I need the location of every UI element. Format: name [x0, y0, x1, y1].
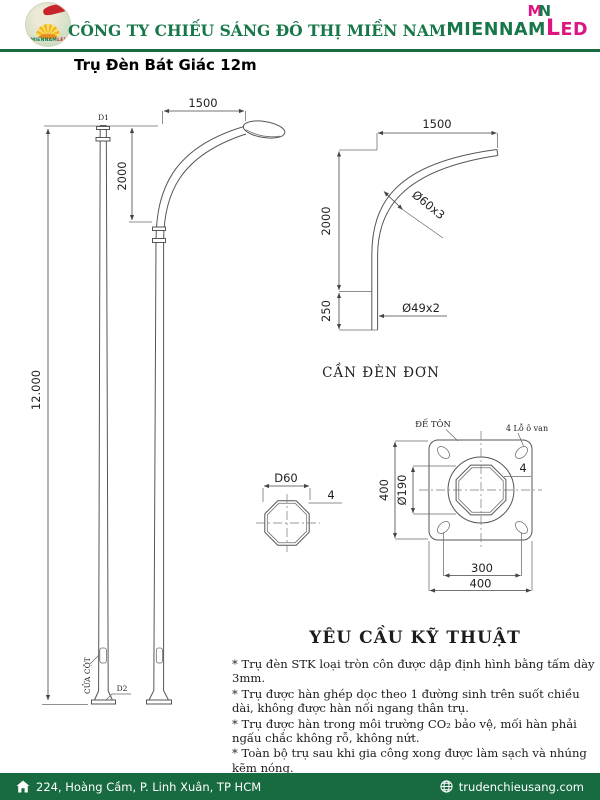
section-view: D60 4 — [256, 471, 342, 552]
dim-plate-width: 400 — [470, 577, 492, 591]
header-divider — [0, 49, 600, 52]
requirement-item: * Trụ đèn STK loại tròn côn được dập địn… — [232, 657, 595, 686]
technical-drawing: 12.000 1500 2000 D1 CỬA CỘT D2 1500 2000… — [29, 96, 548, 705]
brand-monogram: MN — [527, 2, 552, 20]
company-logo: MIENNAMLED — [24, 2, 71, 47]
requirement-item: * Trụ được hàn ghép dọc theo 1 đường sin… — [232, 686, 580, 716]
dim-socket-tube: Ø49x2 — [402, 301, 440, 315]
logo-bird-icon — [42, 3, 66, 17]
arm-detail-view: 1500 2000 250 Ø60x3 Ø49x2 CẦN ĐÈN ĐƠN — [319, 117, 499, 381]
page-title: Trụ Đèn Bát Giác 12m — [74, 56, 257, 74]
requirements-title: YÊU CẦU KỸ THUẬT — [309, 628, 521, 648]
dim-detail-reach: 1500 — [422, 117, 451, 131]
dim-plate-circle: Ø190 — [395, 474, 409, 505]
dim-plate-thickness: 4 — [519, 461, 526, 475]
header: MIENNAMLED CÔNG TY CHIẾU SÁNG ĐÔ THỊ MIỀ… — [0, 0, 600, 52]
dim-section-thickness: 4 — [327, 488, 334, 502]
footer-address: 224, Hoàng Cầm, P. Linh Xuân, TP HCM — [16, 780, 261, 794]
dim-arm-tube: Ø60x3 — [409, 188, 447, 223]
requirement-item: * Trụ được hàn trong môi trường CO₂ bảo … — [232, 716, 577, 745]
label-door: CỬA CỘT — [82, 657, 92, 694]
dim-arm-rise: 2000 — [115, 161, 129, 190]
label-holes: 4 Lỗ ô van — [506, 424, 548, 433]
requirement-item: * Toàn bộ trụ sau khi gia công xong được… — [232, 746, 587, 775]
footer-website: trudenchieusang.com — [440, 780, 584, 794]
base-plate-view: ĐẾ TÔN 4 Lỗ ô van 4 400 Ø190 300 400 — [377, 417, 548, 593]
brand-wordmark: MN MIENNAMLED — [446, 4, 588, 40]
logo-base-shape — [39, 34, 57, 39]
globe-icon — [440, 780, 453, 793]
footer-address-text: 224, Hoàng Cầm, P. Linh Xuân, TP HCM — [36, 779, 262, 794]
home-icon — [16, 780, 30, 793]
dim-detail-rise: 2000 — [319, 206, 333, 235]
dim-section-width: D60 — [274, 471, 298, 485]
luminaire-icon — [242, 120, 286, 139]
dim-pole-height: 12.000 — [29, 370, 43, 410]
logo-badge-text: MIENNAMLED — [30, 38, 68, 43]
dim-plate-height: 400 — [377, 479, 391, 501]
arm-detail-caption: CẦN ĐÈN ĐƠN — [322, 363, 440, 381]
base-plate-caption: ĐẾ TÔN — [415, 417, 451, 430]
footer-website-text: trudenchieusang.com — [458, 779, 584, 794]
footer: 224, Hoàng Cầm, P. Linh Xuân, TP HCM tru… — [0, 773, 600, 800]
logo-circle: MIENNAMLED — [25, 2, 71, 47]
dim-arm-reach: 1500 — [188, 96, 217, 110]
technical-requirements: YÊU CẦU KỸ THUẬT * Trụ đèn STK loại tròn… — [232, 620, 598, 776]
pole-elevation-view: 12.000 1500 2000 D1 CỬA CỘT D2 — [29, 96, 286, 705]
dim-bolt-spacing: 300 — [471, 561, 493, 575]
brand-name: MIENNAMLED — [446, 16, 588, 41]
label-top-joint: D1 — [98, 113, 109, 122]
company-name: CÔNG TY CHIẾU SÁNG ĐÔ THỊ MIỀN NAM — [68, 21, 447, 40]
dim-socket-depth: 250 — [319, 300, 333, 322]
logo-lotus-icon — [36, 24, 60, 36]
label-base-joint: D2 — [117, 684, 128, 693]
